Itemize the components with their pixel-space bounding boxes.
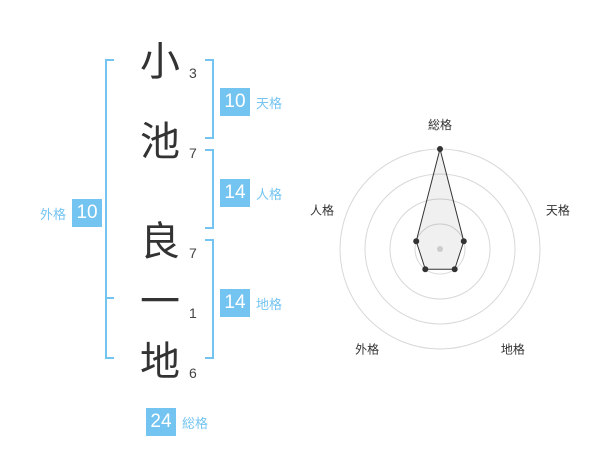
name-char-2: 池	[140, 119, 180, 165]
tenkaku-bracket	[205, 59, 214, 139]
jinkaku-badge: 14 人格	[220, 179, 282, 207]
jinkaku-bracket	[205, 149, 214, 229]
radar-point-2	[460, 238, 467, 245]
radar-point-5	[413, 238, 420, 245]
jinkaku-value: 14	[220, 179, 250, 207]
radar-point-4	[422, 266, 429, 273]
radar-axis-label-1: 総格	[428, 117, 452, 132]
name-char-3: 良	[140, 219, 180, 265]
stroke-count-2: 7	[189, 145, 197, 161]
radar-center	[437, 246, 443, 252]
radar-ring-1	[414, 223, 466, 275]
soukaku-value: 24	[146, 408, 176, 436]
chikaku-bracket	[205, 239, 214, 359]
stroke-count-5: 6	[189, 365, 197, 381]
tenkaku-value: 10	[220, 88, 250, 116]
radar-axis-label-3: 地格	[501, 341, 525, 356]
radar-axis-label-4: 外格	[355, 341, 379, 356]
radar-ring-2	[389, 198, 491, 300]
gaikaku-label: 外格	[40, 207, 67, 223]
stroke-count-1: 3	[189, 65, 197, 81]
soukaku-badge: 24 総格	[146, 408, 208, 436]
radar-point-1	[437, 146, 443, 152]
gaikaku-bracket	[105, 59, 114, 359]
stroke-count-3: 7	[189, 245, 197, 261]
stroke-count-4: 1	[189, 305, 197, 321]
chikaku-value: 14	[220, 289, 250, 317]
gaikaku-value: 10	[72, 199, 103, 227]
radar-area	[415, 148, 465, 270]
name-char-5: 地	[140, 339, 180, 385]
soukaku-label: 総格	[182, 416, 209, 432]
radar-point-3	[451, 266, 458, 273]
gaikaku-badge: 外格 10	[40, 199, 103, 227]
radar-axis-label-5: 人格	[310, 203, 334, 218]
chikaku-label: 地格	[256, 297, 283, 313]
tenkaku-badge: 10 天格	[220, 88, 282, 116]
name-char-1: 小	[140, 39, 180, 85]
radar-ring-3	[364, 173, 516, 325]
tenkaku-label: 天格	[256, 96, 283, 112]
name-char-4: 一	[140, 279, 180, 325]
chikaku-badge: 14 地格	[220, 289, 282, 317]
radar-axis-label-2: 天格	[546, 203, 570, 218]
jinkaku-label: 人格	[256, 187, 283, 203]
